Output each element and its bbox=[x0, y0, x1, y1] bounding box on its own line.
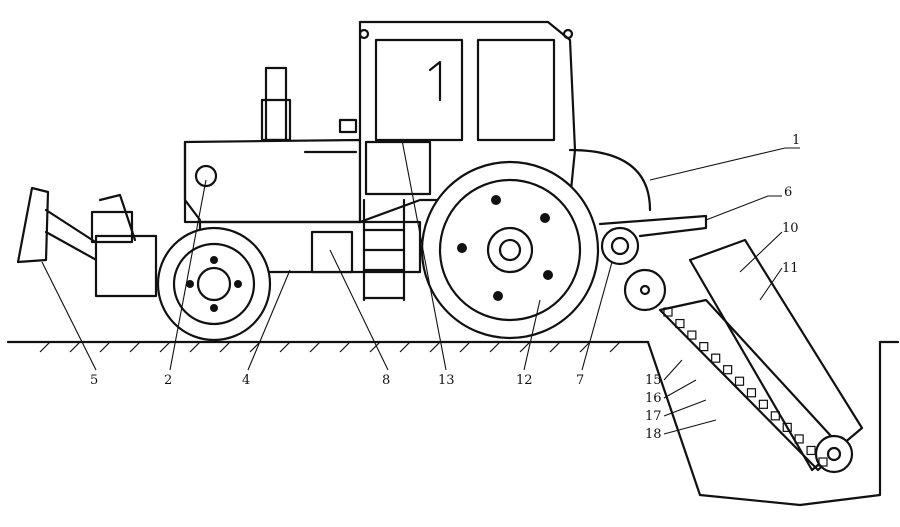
label-16: 16 bbox=[645, 391, 662, 406]
chain-tooth bbox=[746, 388, 757, 398]
label-5: 5 bbox=[90, 373, 98, 388]
ground-hatch bbox=[519, 341, 531, 353]
trencher-mount bbox=[598, 214, 708, 312]
ground-hatch bbox=[39, 341, 51, 353]
label-12: 12 bbox=[516, 373, 533, 388]
label-15: 15 bbox=[645, 373, 662, 388]
ground-hatch bbox=[459, 341, 471, 353]
ground-hatch bbox=[339, 341, 351, 353]
chain-tooth bbox=[723, 365, 733, 375]
ground-hatch bbox=[129, 341, 141, 353]
label-11: 11 bbox=[782, 261, 799, 276]
label-18: 18 bbox=[645, 427, 662, 442]
chain-tooth bbox=[699, 342, 709, 352]
chain-tooth bbox=[806, 445, 816, 456]
ground-hatch bbox=[609, 341, 621, 353]
rear-fender bbox=[568, 148, 652, 212]
ground bbox=[6, 340, 900, 353]
trencher-boom bbox=[658, 238, 864, 474]
ground-hatch bbox=[279, 341, 291, 353]
chain-tooth bbox=[782, 422, 792, 432]
front-wheel bbox=[156, 226, 272, 342]
ground-hatch bbox=[399, 341, 411, 353]
chain-tooth bbox=[663, 307, 673, 317]
callout-labels: 1 2 4 5 6 7 8 10 11 12 13 15 16 17 18 bbox=[90, 133, 800, 442]
ground-hatch bbox=[249, 341, 261, 353]
chain-tooth bbox=[770, 411, 780, 421]
ground-hatch bbox=[159, 341, 171, 353]
ground-hatch bbox=[309, 341, 321, 353]
chain-tooth bbox=[818, 457, 828, 467]
ground-hatch bbox=[429, 341, 441, 353]
tractor-body bbox=[183, 66, 422, 274]
trench bbox=[646, 340, 882, 507]
label-4: 4 bbox=[242, 373, 250, 388]
ground-hatch bbox=[69, 341, 81, 353]
ground-hatch bbox=[99, 341, 111, 353]
rear-wheel bbox=[420, 160, 600, 340]
chain-tooth bbox=[711, 353, 721, 363]
chain-tooth bbox=[794, 434, 804, 444]
ground-hatch bbox=[489, 341, 501, 353]
chain-tooth bbox=[675, 318, 685, 329]
ground-hatch bbox=[189, 341, 201, 353]
chain-tooth bbox=[734, 376, 745, 386]
label-6: 6 bbox=[784, 185, 792, 200]
label-7: 7 bbox=[576, 373, 584, 388]
chain-tooth bbox=[758, 399, 768, 409]
label-1: 1 bbox=[792, 133, 800, 148]
chain-tooth bbox=[687, 330, 697, 340]
ground-hatch bbox=[219, 341, 231, 353]
ground-hatch bbox=[549, 341, 561, 353]
dozer-blade bbox=[16, 186, 158, 298]
label-2: 2 bbox=[164, 373, 172, 388]
leader-lines bbox=[41, 139, 800, 435]
label-17: 17 bbox=[645, 409, 662, 424]
label-8: 8 bbox=[382, 373, 390, 388]
label-13: 13 bbox=[438, 373, 455, 388]
label-10: 10 bbox=[782, 221, 799, 236]
ground-hatch bbox=[369, 341, 381, 353]
ground-hatch bbox=[579, 341, 591, 353]
